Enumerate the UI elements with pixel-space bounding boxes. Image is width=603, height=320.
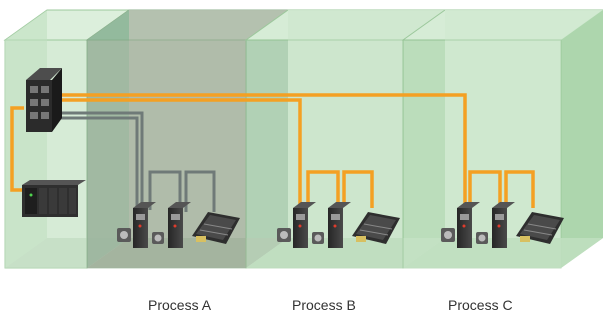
io-terminal-icon — [516, 212, 564, 244]
ethernet-switch-icon — [26, 68, 62, 132]
servo-drive-icon — [168, 202, 191, 248]
servo-motor-icon — [152, 232, 164, 244]
servo-motor-icon — [441, 228, 455, 242]
plc-rack-icon — [22, 180, 86, 217]
servo-motor-icon — [277, 228, 291, 242]
process-a-label: Process A — [148, 297, 212, 313]
servo-drive-icon — [133, 202, 156, 248]
servo-motor-icon — [476, 232, 488, 244]
servo-drive-icon — [492, 202, 515, 248]
io-terminal-icon — [192, 212, 240, 244]
servo-drive-icon — [457, 202, 480, 248]
io-terminal-icon — [352, 212, 400, 244]
servo-motor-icon — [117, 228, 131, 242]
process-c-enclosure — [401, 9, 603, 269]
gray-cables — [55, 111, 216, 212]
device-group-a — [117, 202, 240, 248]
servo-drive-icon — [328, 202, 351, 248]
process-c-label: Process C — [448, 297, 513, 313]
process-b-label: Process B — [292, 297, 356, 313]
servo-motor-icon — [312, 232, 324, 244]
ethercat-cables — [10, 93, 535, 208]
device-group-b — [277, 202, 400, 248]
servo-drive-icon — [293, 202, 316, 248]
device-group-c — [441, 202, 564, 248]
